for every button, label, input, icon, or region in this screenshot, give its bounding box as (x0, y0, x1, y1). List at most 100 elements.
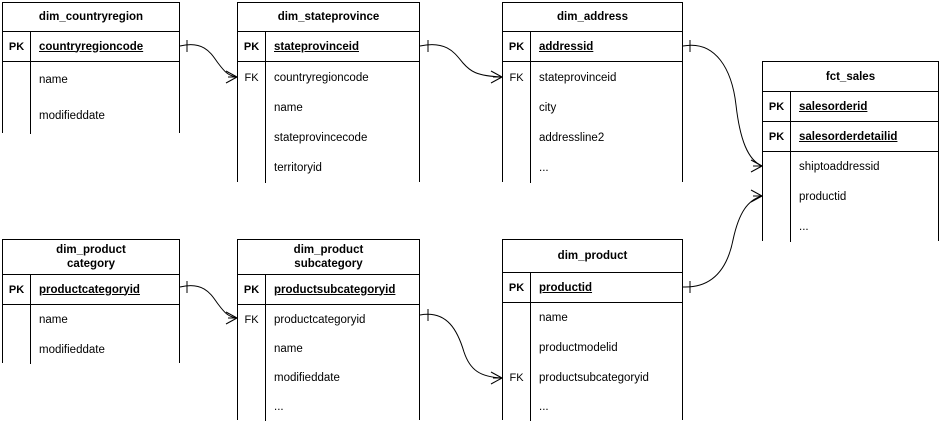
key-indicator (3, 305, 31, 335)
attribute-name: productid (539, 281, 593, 294)
attribute-name: name (39, 74, 68, 86)
connector-address-to-fctsales[interactable] (682, 40, 763, 173)
key-indicator: PK (503, 32, 531, 61)
entity-title-fct_sales: fct_sales (763, 62, 938, 92)
attribute-row[interactable]: ... (503, 153, 682, 183)
attribute-row[interactable]: PK countryregioncode (3, 32, 179, 62)
attribute-row[interactable]: ... (763, 212, 938, 242)
connector-product-to-fctsales[interactable] (682, 189, 763, 293)
entity-title-line1: dim_product (56, 244, 126, 256)
attribute-name: name (539, 312, 568, 324)
entity-title-dim_countryregion: dim_countryregion (3, 3, 179, 32)
attribute-name: countryregioncode (274, 71, 369, 84)
key-indicator: PK (503, 273, 531, 302)
connector-countryregion-to-stateprovince[interactable] (179, 40, 238, 84)
attribute-name: name (274, 342, 303, 355)
attribute-name: stateprovinceid (274, 40, 359, 53)
key-indicator (763, 152, 791, 182)
attribute-name: name (274, 102, 303, 114)
key-indicator (238, 392, 266, 421)
attribute-row[interactable]: addressline2 (503, 123, 682, 153)
attribute-name: ... (539, 162, 549, 174)
entity-title-dim_product: dim_product (503, 240, 682, 273)
key-indicator: FK (503, 62, 531, 93)
attribute-row[interactable]: productid (763, 182, 938, 212)
key-indicator: PK (763, 92, 791, 121)
attribute-row[interactable]: modifieddate (238, 363, 419, 392)
key-indicator: FK (238, 305, 266, 334)
attribute-name: productcategoryid (39, 283, 140, 296)
key-indicator (3, 98, 31, 134)
attribute-name: modifieddate (39, 343, 105, 356)
attribute-row[interactable]: modifieddate (3, 335, 179, 364)
entity-title-line1: dim_stateprovince (277, 11, 380, 23)
key-indicator (503, 303, 531, 333)
attribute-row[interactable]: modifieddate (3, 98, 179, 134)
attribute-row[interactable]: shiptoaddressid (763, 152, 938, 182)
attribute-row[interactable]: ... (238, 392, 419, 421)
attribute-row[interactable]: name (238, 334, 419, 363)
entity-title-line1: dim_countryregion (38, 11, 144, 23)
key-indicator (238, 334, 266, 363)
attribute-row[interactable]: name (238, 93, 419, 123)
attribute-row[interactable]: name (3, 305, 179, 335)
attribute-name: salesorderid (799, 100, 868, 113)
attribute-row[interactable]: name (503, 303, 682, 333)
attribute-row[interactable]: productmodelid (503, 333, 682, 363)
attribute-name: productmodelid (539, 342, 618, 354)
attribute-row[interactable]: ... (503, 393, 682, 421)
attribute-row[interactable]: PK salesorderid (763, 92, 938, 122)
entity-title-line1: dim_product (557, 250, 628, 262)
attribute-name: addressline2 (539, 132, 605, 144)
attribute-row[interactable]: city (503, 93, 682, 123)
attribute-name: stateprovincecode (274, 132, 368, 144)
key-indicator: PK (3, 32, 31, 61)
attribute-name: ... (539, 401, 549, 413)
connector-stateprovince-to-address[interactable] (419, 40, 503, 84)
attribute-row[interactable]: PK productid (503, 273, 682, 303)
key-indicator: PK (238, 275, 266, 304)
key-indicator (3, 335, 31, 364)
attribute-row[interactable]: stateprovincecode (238, 123, 419, 153)
entity-title-dim_address: dim_address (503, 3, 682, 32)
attribute-row[interactable]: name (3, 62, 179, 98)
key-indicator (503, 123, 531, 153)
key-indicator (238, 363, 266, 392)
key-indicator (503, 93, 531, 123)
key-indicator (238, 153, 266, 183)
connector-subcategory-to-product[interactable] (419, 309, 503, 385)
key-indicator (503, 333, 531, 363)
entity-title-line1: fct_sales (825, 70, 876, 83)
attribute-name: modifieddate (274, 371, 340, 384)
connector-productcategory-to-subcategory[interactable] (179, 281, 238, 325)
attribute-name: shiptoaddressid (799, 161, 880, 173)
attribute-name: countryregioncode (39, 40, 144, 53)
key-indicator (763, 182, 791, 212)
key-indicator (763, 212, 791, 242)
attribute-row[interactable]: territoryid (238, 153, 419, 183)
attribute-name: modifieddate (39, 110, 105, 122)
attribute-name: productsubcategoryid (539, 372, 649, 384)
attribute-name: productid (799, 191, 847, 203)
key-indicator (238, 123, 266, 153)
entity-title-line1: dim_address (557, 11, 628, 23)
attribute-name: ... (799, 221, 809, 233)
